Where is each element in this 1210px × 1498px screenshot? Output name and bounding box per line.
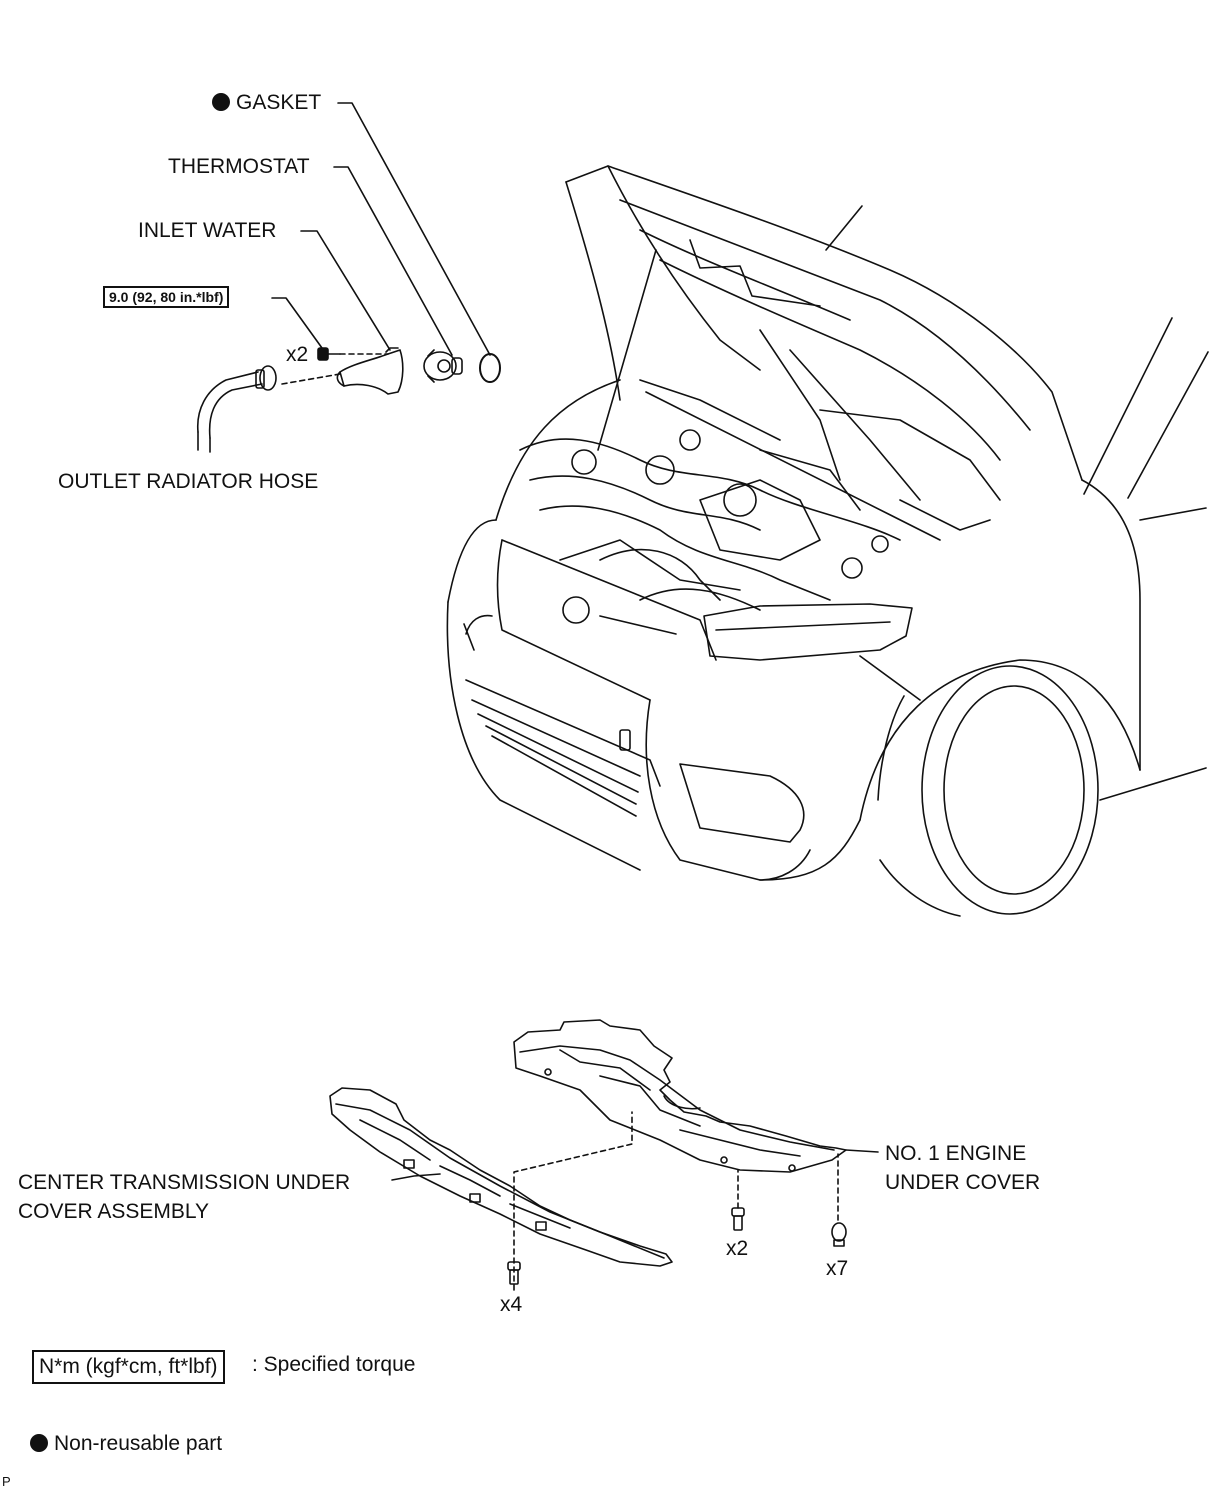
torque-leader	[271, 297, 323, 349]
no1-engine-under-cover-part	[513, 1019, 847, 1173]
bolt-x2-icon	[731, 1207, 745, 1231]
thermostat-leader	[333, 166, 453, 356]
non-reusable-dot-icon	[212, 93, 230, 111]
bolt-x7-icon	[831, 1222, 847, 1247]
gasket-text: GASKET	[236, 91, 322, 114]
center-transmission-under-cover-part	[329, 1087, 673, 1267]
outlet-radiator-hose-part	[196, 365, 277, 453]
inlet-water-label: INLET WATER	[138, 219, 277, 242]
outlet-radiator-hose-label: OUTLET RADIATOR HOSE	[58, 470, 319, 493]
center-transmission-leader	[391, 1173, 441, 1181]
thermostat-part	[423, 349, 463, 383]
bolt-x4-icon	[507, 1261, 521, 1285]
non-reusable-dot-icon	[30, 1434, 48, 1452]
legend-nonreusable: Non-reusable part	[30, 1431, 222, 1456]
gasket-ring	[479, 353, 501, 383]
center-transmission-label-line2: COVER ASSEMBLY	[18, 1200, 210, 1223]
gasket-leader	[337, 102, 491, 356]
legend-torque-description: : Specified torque	[252, 1353, 416, 1376]
legend-torque-box: N*m (kgf*cm, ft*lbf)	[32, 1350, 225, 1384]
engine-under-cover-label-line1: NO. 1 ENGINE	[885, 1142, 1027, 1165]
legend-nonreusable-text: Non-reusable part	[54, 1432, 223, 1455]
corner-mark: P	[2, 1474, 11, 1489]
bolt-x4-quantity: x4	[500, 1293, 523, 1316]
inlet-water-leader	[300, 230, 391, 351]
inlet-bolt-quantity: x2	[286, 343, 309, 366]
thermostat-label: THERMOSTAT	[168, 155, 310, 178]
engine-under-cover-label-line2: UNDER COVER	[885, 1171, 1041, 1194]
bolt-x7-quantity: x7	[826, 1257, 849, 1280]
gasket-label: GASKET	[212, 90, 321, 115]
torque-spec-box: 9.0 (92, 80 in.*lbf)	[103, 286, 230, 308]
inlet-water-part	[336, 347, 404, 395]
engine-under-cover-leader	[845, 1149, 879, 1153]
center-transmission-label-line1: CENTER TRANSMISSION UNDER	[18, 1171, 351, 1194]
inlet-bolt	[317, 347, 341, 361]
vehicle-front-illustration	[446, 165, 1209, 917]
bolt-x2-quantity: x2	[726, 1237, 749, 1260]
